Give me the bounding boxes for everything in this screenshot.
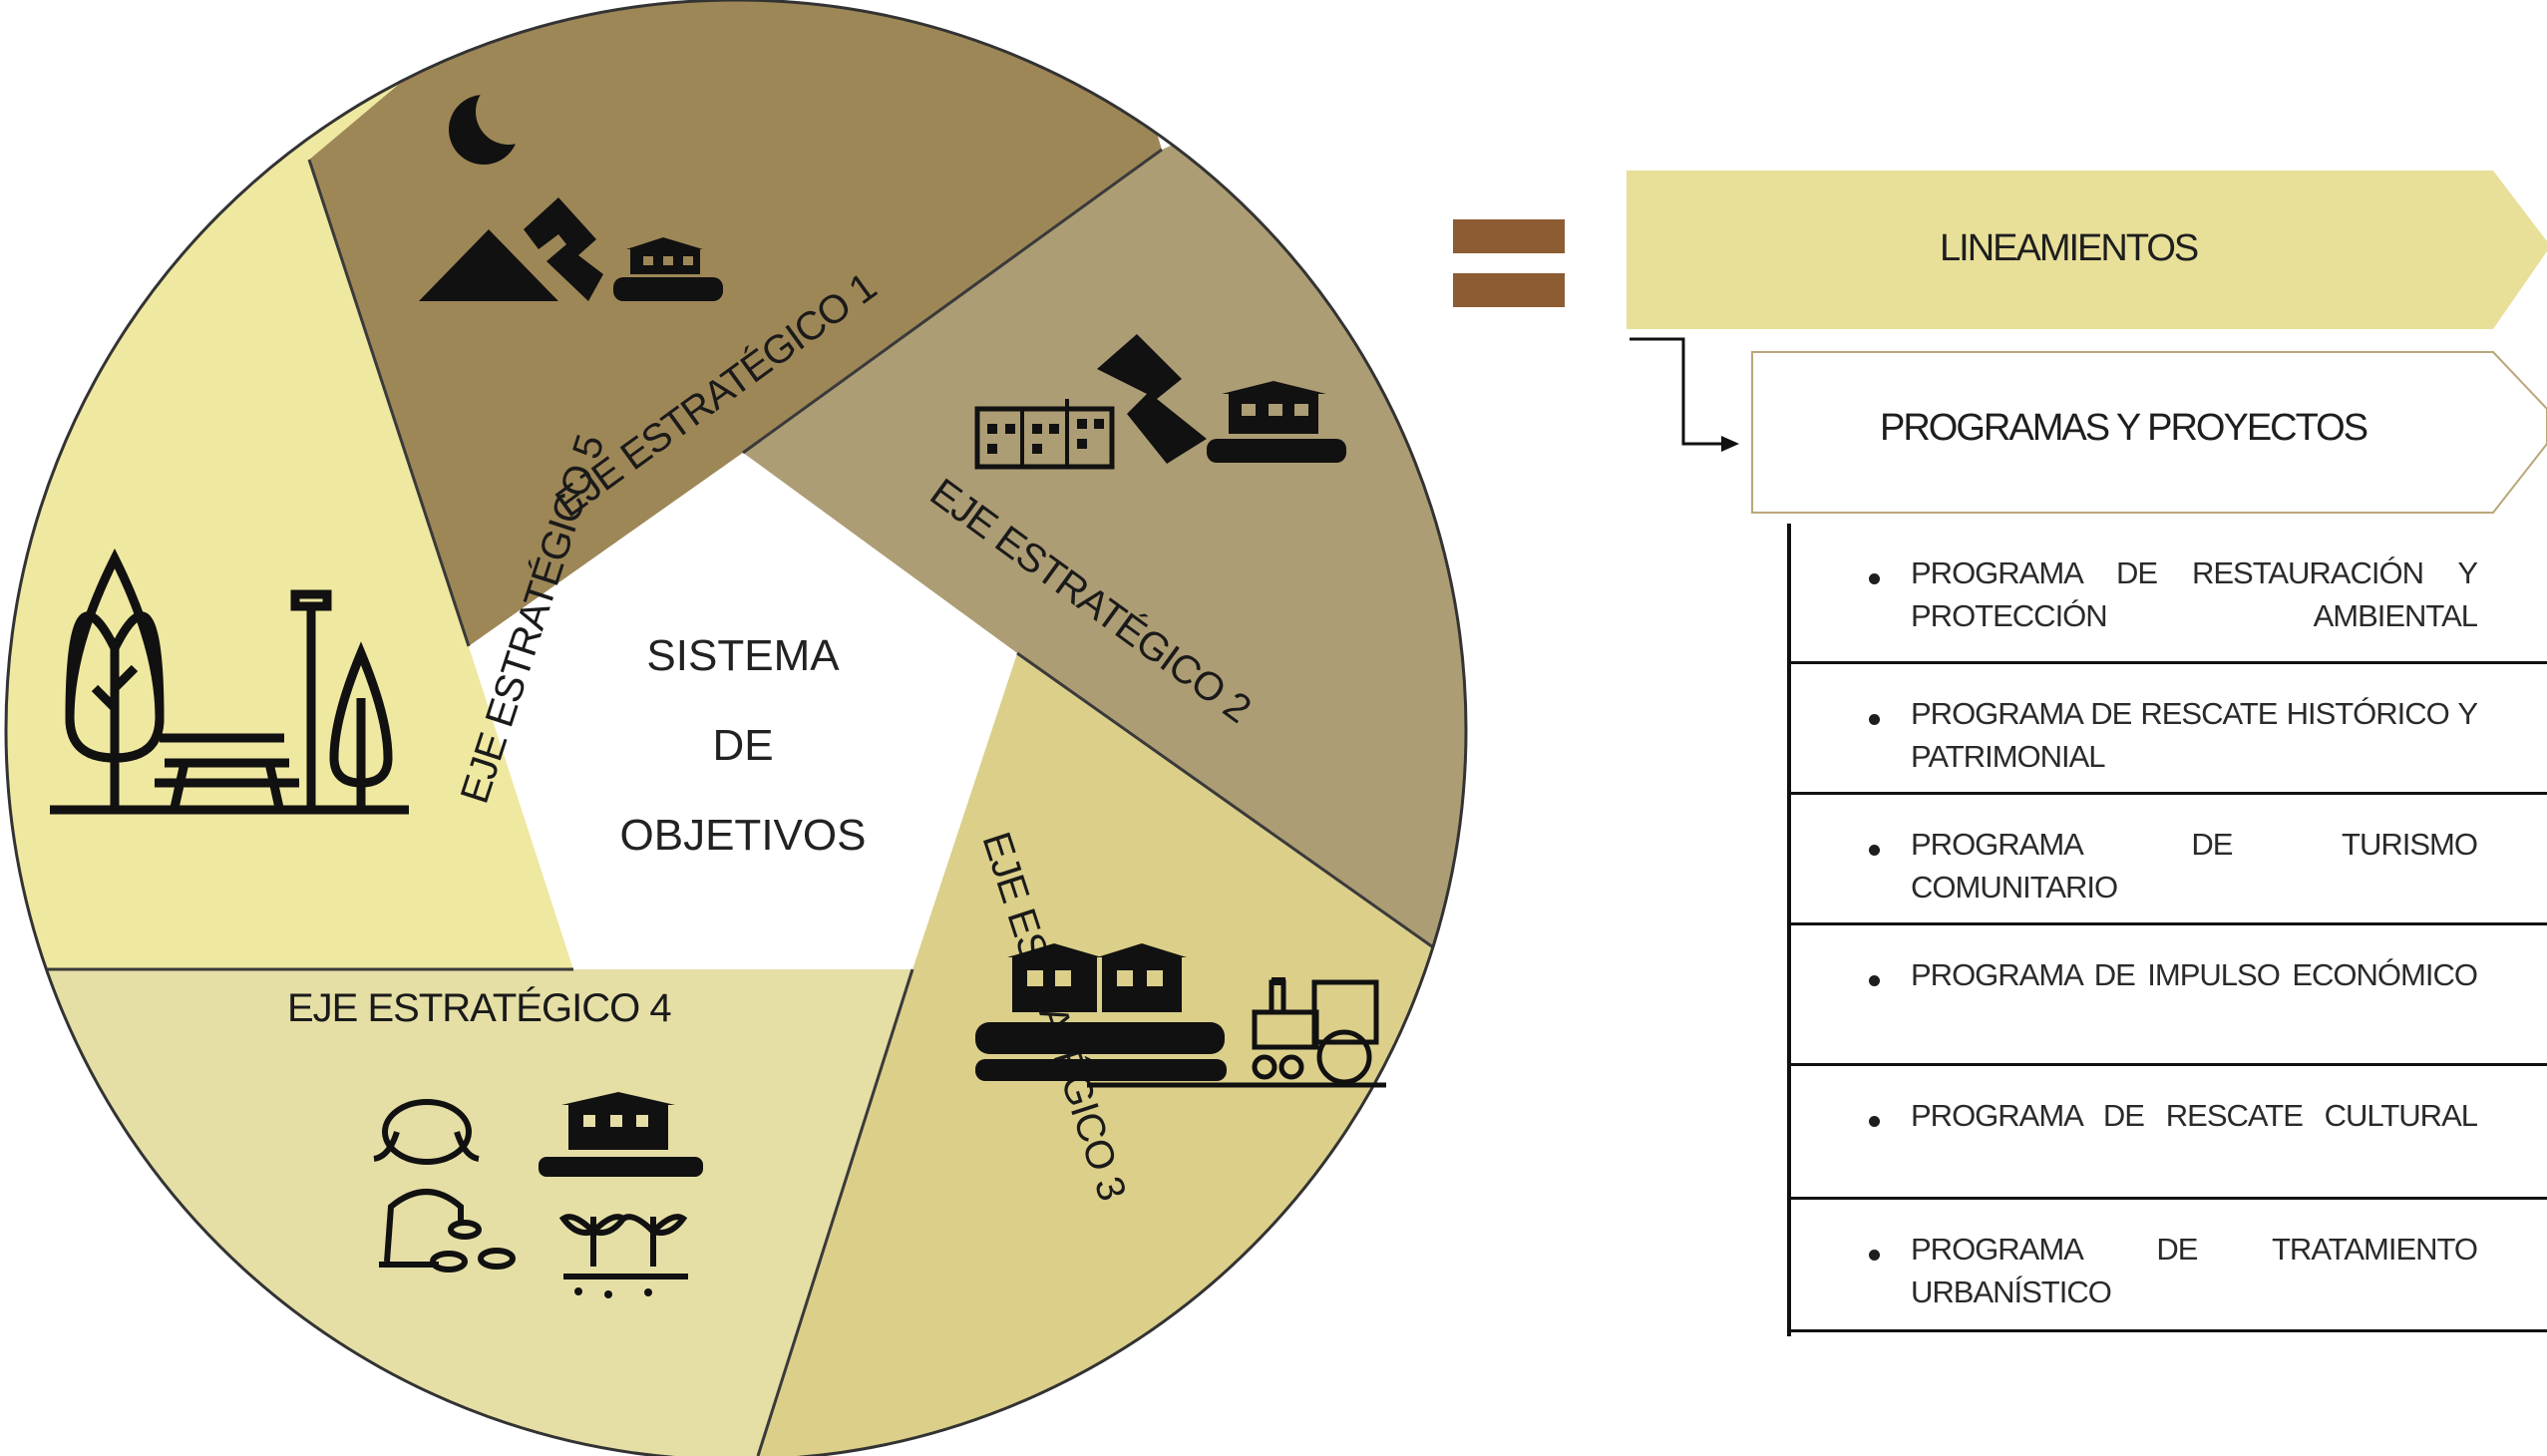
bullet-icon: [1869, 1250, 1880, 1261]
program-label: PROGRAMA DE TURISMO COMUNITARIO: [1911, 827, 2478, 905]
bullet-icon: [1869, 975, 1880, 986]
axis-4-label: EJE ESTRATÉGICO 4: [287, 985, 671, 1030]
program-label: PROGRAMA DE RESTAURACIÓN Y PROTECCIÓN AM…: [1911, 555, 2478, 633]
programas-arrow: [1751, 351, 2547, 514]
lineamientos-flow: LINEAMIENTOS PROGRAMAS Y PROYECTOS: [1616, 160, 2547, 1356]
lineamientos-arrow: [1627, 171, 2547, 329]
bullet-icon: [1869, 714, 1880, 725]
connector-arrowhead: [1721, 436, 1739, 452]
list-item: PROGRAMA DE RESCATE CULTURAL: [1791, 1066, 2547, 1200]
connector-arrow: [1630, 337, 1725, 446]
equals-sign: [1453, 219, 1565, 307]
bullet-icon: [1869, 845, 1880, 856]
program-label: PROGRAMA DE RESCATE CULTURAL: [1911, 1098, 2478, 1133]
center-pentagon: [469, 453, 1017, 969]
buildings-mountains-houses-icon: [974, 334, 1346, 470]
houses-train-icon: [975, 943, 1386, 1088]
list-item: PROGRAMA DE RESCATE HISTÓRICO Y PATRIMON…: [1791, 664, 2547, 795]
list-vertical-line: [1787, 524, 1791, 1336]
park-trees-bench-lamp-icon: [50, 547, 409, 815]
equals-bar-bottom: [1453, 273, 1565, 307]
programas-label: PROGRAMAS Y PROYECTOS: [1880, 407, 2368, 449]
bullet-icon: [1869, 573, 1880, 584]
program-label: PROGRAMA DE RESCATE HISTÓRICO Y PATRIMON…: [1911, 696, 2478, 774]
center-title-line-3: OBJETIVOS: [620, 811, 867, 860]
list-item: PROGRAMA DE TRATAMIENTO URBANÍSTICO: [1791, 1200, 2547, 1332]
center-title-line-2: DE: [712, 721, 773, 770]
girl-coins-plants-icon: [373, 1092, 703, 1298]
bullet-icon: [1869, 1116, 1880, 1127]
program-label: PROGRAMA DE TRATAMIENTO URBANÍSTICO: [1911, 1232, 2478, 1309]
axis-4-segment: [6, 969, 912, 1456]
equals-bar-top: [1453, 219, 1565, 253]
axis-1-segment: [309, 0, 1162, 646]
program-label: PROGRAMA DE IMPULSO ECONÓMICO: [1911, 957, 2478, 992]
list-item: PROGRAMA DE IMPULSO ECONÓMICO: [1791, 925, 2547, 1066]
lineamientos-label: LINEAMIENTOS: [1940, 227, 2199, 269]
moon-mountains-houses-icon: [419, 79, 723, 301]
programs-list: PROGRAMA DE RESTAURACIÓN Y PROTECCIÓN AM…: [1787, 524, 2547, 1341]
center-title-line-1: SISTEMA: [646, 631, 840, 680]
list-item: PROGRAMA DE RESTAURACIÓN Y PROTECCIÓN AM…: [1791, 524, 2547, 664]
list-item: PROGRAMA DE TURISMO COMUNITARIO: [1791, 795, 2547, 925]
strategic-axes-wheel: SISTEMA DE OBJETIVOS EJE ESTRATÉGICO 1 E…: [4, 0, 1468, 1456]
flow-shapes: [1627, 171, 2547, 514]
